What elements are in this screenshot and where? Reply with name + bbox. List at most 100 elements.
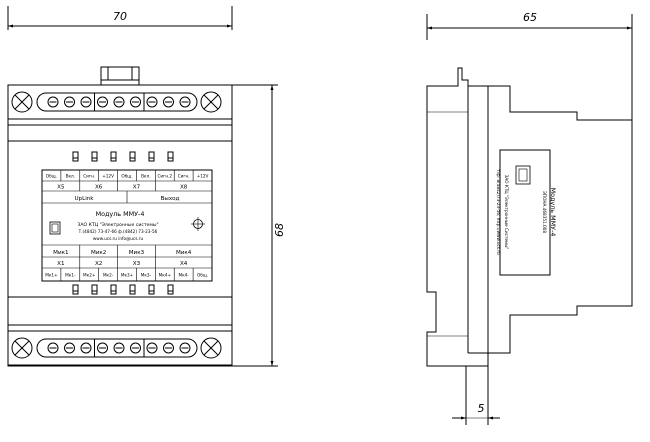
- label-top-header: Сигн.: [83, 174, 95, 179]
- mount-screw-icon: [11, 337, 33, 359]
- terminal-screw-icon: [80, 96, 92, 108]
- label-bottom-connector: X2: [95, 261, 102, 267]
- terminal-screw-icon: [179, 342, 191, 354]
- terminal-strip: [36, 92, 198, 112]
- label-bottom-pin: Мк1+: [45, 273, 58, 278]
- label-top-connector: X7: [133, 185, 141, 191]
- terminal-screw-icon: [130, 342, 141, 354]
- side-logo-box: [515, 165, 531, 185]
- label-uplink: UpLink: [74, 196, 94, 202]
- terminal-screw-icon: [146, 96, 158, 108]
- side-width-value: 65: [523, 11, 537, 24]
- side-label-line2: ЭПОНА.468351.008: [542, 191, 547, 233]
- front-label-panel: [41, 169, 213, 282]
- label-mic: Мик1: [53, 250, 69, 256]
- terminal-screw-icon: [97, 342, 108, 354]
- top-pin-marks: [72, 151, 174, 162]
- pin-mark: [129, 284, 136, 295]
- side-offset-value: 5: [478, 402, 485, 415]
- terminal-screw-icon: [64, 96, 75, 108]
- terminal-screw-icon: [64, 342, 75, 354]
- label-top-connector: X8: [180, 185, 188, 191]
- front-width-value: 70: [113, 10, 127, 23]
- label-output: Выход: [161, 196, 180, 202]
- mount-screw-slot: [14, 340, 30, 356]
- label-bottom-pin: Мк2-: [103, 273, 114, 278]
- pin-mark: [72, 284, 79, 295]
- terminal-screw-icon: [113, 96, 125, 108]
- label-top-header: Вкл.: [66, 174, 75, 179]
- mount-screw-icon: [200, 91, 222, 113]
- label-top-header: Сигн.2: [157, 174, 172, 179]
- pin-mark: [91, 151, 98, 162]
- label-bottom-pin: Общ.: [197, 273, 208, 278]
- mount-screw-slot: [14, 94, 30, 110]
- mount-screw-icon: [11, 91, 33, 113]
- label-top-connectors: X5 X6 X7 X8: [57, 185, 188, 191]
- label-top-connector: X5: [57, 185, 65, 191]
- label-bottom-connectors: X1 X2 X3 X4: [57, 261, 188, 267]
- label-bottom-connector: X3: [133, 261, 141, 267]
- side-view: [426, 14, 633, 425]
- terminal-screw-icon: [47, 96, 59, 108]
- label-top-header: Общ.: [46, 174, 57, 179]
- pin-mark: [167, 284, 174, 295]
- side-label-line3: ЗАО КТЦ "Электронные Системы": [504, 175, 509, 250]
- label-top-connector: X6: [95, 185, 103, 191]
- label-mic: Мик3: [129, 250, 145, 256]
- label-top-header: +12V: [197, 174, 209, 179]
- label-bottom-pin: Мк1-: [65, 273, 76, 278]
- label-top-header: Сигн.: [178, 174, 190, 179]
- label-web: www.ucs.ru info@ucs.ru: [93, 236, 144, 241]
- terminal-screw-icon: [130, 96, 141, 108]
- label-top-header: Общ.: [121, 174, 132, 179]
- logo-box: [49, 221, 61, 235]
- terminal-frame: [7, 84, 233, 120]
- pin-mark: [72, 151, 79, 162]
- pin-mark: [91, 284, 98, 295]
- top-latch: [100, 66, 140, 86]
- label-top-header: Вкл.: [141, 174, 150, 179]
- side-logo-inner: [518, 168, 528, 182]
- front-view: [7, 6, 278, 367]
- terminal-frame: [7, 330, 233, 366]
- mount-screw-slot: [203, 94, 219, 110]
- pin-mark: [148, 151, 155, 162]
- top-terminal-block: [7, 84, 233, 120]
- label-bottom-pin: Мк4-: [179, 273, 190, 278]
- pin-mark: [129, 151, 136, 162]
- logo-box-inner: [51, 223, 59, 233]
- label-bottom-pin: Мк2+: [83, 273, 96, 278]
- terminal-strip: [36, 338, 198, 358]
- label-company: ЗАО КТЦ "Электронные системы": [77, 222, 158, 228]
- label-bottom-pin: Мк3-: [141, 273, 152, 278]
- terminal-screw-icon: [179, 96, 191, 108]
- label-bottom-connector: X1: [57, 261, 65, 267]
- side-label-line1: Модуль ММУ-4: [549, 188, 557, 237]
- pin-mark: [110, 151, 117, 162]
- terminal-screw-icon: [163, 342, 174, 354]
- side-label-text: Модуль ММУ-4 ЭПОНА.468351.008 ЗАО КТЦ "Э…: [496, 169, 557, 255]
- front-height-value: 68: [273, 223, 286, 237]
- label-bottom-connector: X4: [180, 261, 188, 267]
- label-bottom-pins: Мк1+ Мк1- Мк2+ Мк2- Мк3+ Мк3- Мк4+ Мк4- Общ.: [45, 273, 208, 278]
- bottom-pin-marks: [72, 284, 174, 295]
- mount-screw-slot: [203, 340, 219, 356]
- terminal-screw-icon: [97, 96, 108, 108]
- mount-screw-icon: [200, 337, 222, 359]
- label-bottom-pin: Мк4+: [159, 273, 172, 278]
- label-bottom-pin: Мк3+: [121, 273, 134, 278]
- side-label-line4: т/ф: 8(4842)73-23-56; http://www.ucs.ru: [496, 169, 501, 255]
- label-mic: Мик2: [91, 250, 106, 256]
- pin-mark: [148, 284, 155, 295]
- side-label-panel: [499, 149, 551, 276]
- pin-mark: [110, 284, 117, 295]
- label-module-name: Модуль ММУ-4: [96, 210, 145, 218]
- terminal-screw-icon: [80, 342, 92, 354]
- terminal-screw-icon: [163, 96, 174, 108]
- terminal-screw-icon: [146, 342, 158, 354]
- label-phone: Т.(4842) 73-47-66 ф.(4842) 73-23-56: [78, 229, 158, 234]
